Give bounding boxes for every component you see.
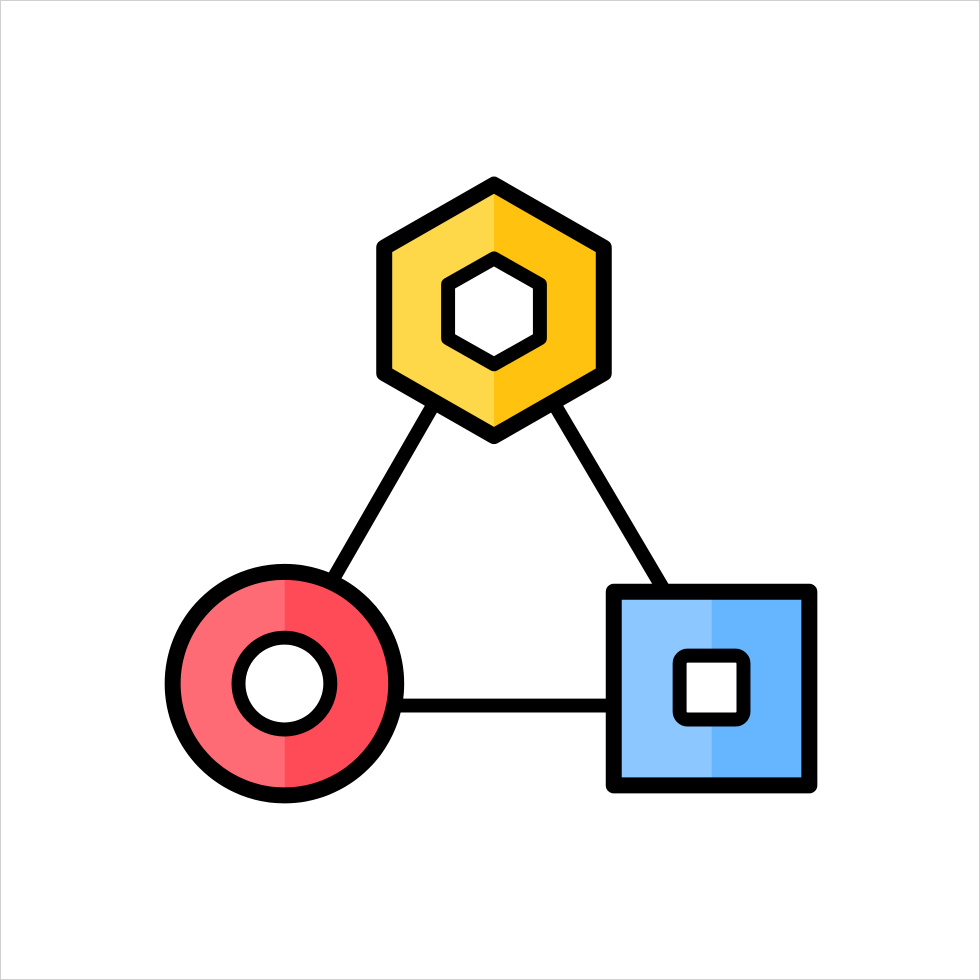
hexagon-node-icon bbox=[376, 176, 612, 445]
square-inner-hole bbox=[672, 648, 751, 727]
circle-inner-hole bbox=[231, 630, 338, 737]
circle-node-icon bbox=[164, 563, 405, 804]
edge-hexagon-square bbox=[547, 398, 670, 595]
square-node-icon bbox=[605, 583, 818, 794]
hexagon-inner-hole bbox=[441, 251, 547, 372]
edge-hexagon-circle bbox=[323, 398, 441, 591]
edges bbox=[323, 398, 670, 713]
